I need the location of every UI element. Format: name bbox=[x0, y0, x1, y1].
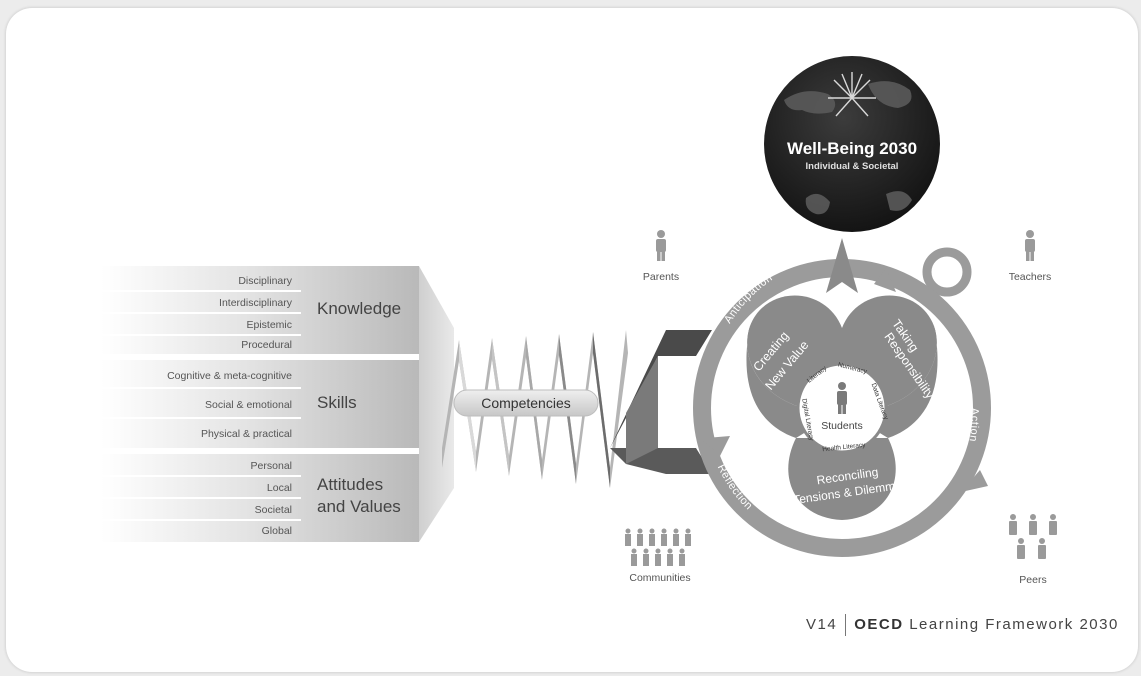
student-person-icon bbox=[837, 382, 847, 414]
person-icon bbox=[1025, 230, 1035, 261]
attitudes-label: and Values bbox=[317, 497, 401, 516]
communities-label: Communities bbox=[629, 572, 690, 584]
students-label: Students bbox=[821, 420, 862, 432]
knowledge-item: Disciplinary bbox=[238, 275, 292, 287]
attitudes-item: Global bbox=[262, 525, 292, 537]
peers-group: Peers bbox=[1009, 514, 1057, 586]
framework-title: Learning Framework 2030 bbox=[909, 615, 1119, 633]
attitudes-band: Personal Local Societal Global Attitudes… bbox=[101, 454, 419, 542]
competencies-pill bbox=[453, 389, 599, 417]
teachers-group: Teachers bbox=[1009, 230, 1052, 283]
starburst-icon bbox=[828, 72, 876, 117]
people-crowd-icon bbox=[625, 528, 691, 566]
competencies-zigzag: Competencies bbox=[442, 330, 712, 488]
communities-group: Communities bbox=[625, 528, 691, 584]
knowledge-item: Procedural bbox=[241, 339, 292, 351]
peers-label: Peers bbox=[1019, 574, 1046, 586]
attitudes-label: Attitudes bbox=[317, 475, 383, 494]
competencies-label: Competencies bbox=[481, 395, 571, 411]
attitudes-item: Personal bbox=[251, 460, 292, 472]
direction-arrow bbox=[826, 238, 858, 293]
parents-group: Parents bbox=[643, 230, 679, 283]
learning-framework-diagram: Disciplinary Interdisciplinary Epistemic… bbox=[101, 56, 1057, 586]
knowledge-item: Epistemic bbox=[246, 319, 292, 331]
wellbeing-globe: Well-Being 2030 Individual & Societal bbox=[764, 56, 940, 232]
footer-caption: V14 OECD Learning Framework 2030 bbox=[806, 614, 1119, 636]
knowledge-item: Interdisciplinary bbox=[219, 297, 293, 309]
compass-knob bbox=[922, 247, 972, 297]
skills-label: Skills bbox=[317, 393, 357, 412]
converging-funnel bbox=[419, 266, 454, 542]
people-group-icon bbox=[1009, 514, 1057, 559]
skills-item: Cognitive & meta-cognitive bbox=[167, 370, 292, 382]
globe-title: Well-Being 2030 bbox=[787, 139, 917, 158]
petal-reconciling bbox=[788, 438, 896, 520]
diagram-frame: Disciplinary Interdisciplinary Epistemic… bbox=[6, 8, 1138, 672]
parents-label: Parents bbox=[643, 271, 679, 283]
literacy-label: Health Literacy bbox=[822, 442, 867, 454]
skills-item: Social & emotional bbox=[205, 399, 292, 411]
world-map-icon bbox=[784, 81, 912, 215]
footer-divider bbox=[845, 614, 847, 636]
knowledge-band: Disciplinary Interdisciplinary Epistemic… bbox=[101, 266, 419, 354]
skills-band: Cognitive & meta-cognitive Social & emot… bbox=[101, 360, 419, 448]
learning-compass: Creating New Value Taking Responsibility… bbox=[693, 238, 991, 557]
attitudes-item: Societal bbox=[255, 504, 292, 516]
knowledge-label: Knowledge bbox=[317, 299, 401, 318]
attitudes-item: Local bbox=[267, 482, 292, 494]
skills-item: Physical & practical bbox=[201, 428, 292, 440]
students-core bbox=[796, 362, 888, 454]
person-icon bbox=[656, 230, 666, 261]
cycle-action: Action bbox=[967, 408, 981, 443]
version-label: V14 bbox=[806, 615, 838, 633]
teachers-label: Teachers bbox=[1009, 271, 1052, 283]
globe-subtitle: Individual & Societal bbox=[806, 161, 899, 172]
org-label: OECD bbox=[854, 615, 904, 633]
